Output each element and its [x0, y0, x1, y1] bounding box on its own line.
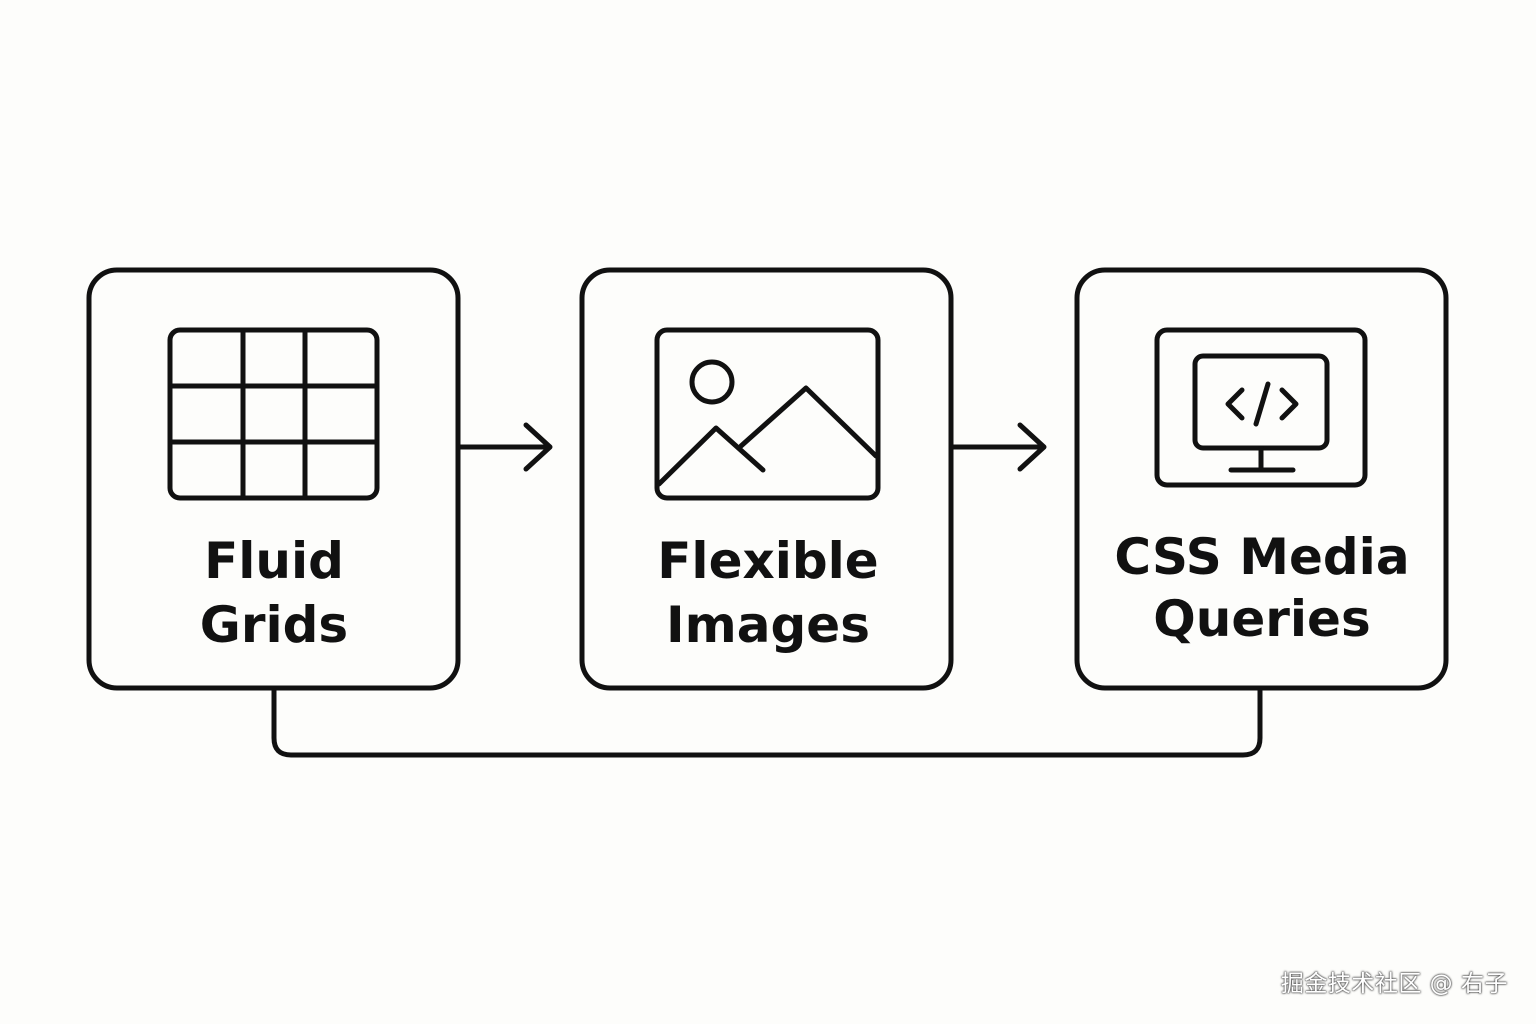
arrow-grids-to-images	[455, 422, 553, 472]
node-box	[86, 267, 461, 691]
node-label-line-1: Flexible	[657, 532, 878, 590]
bottom-connector	[271, 685, 1263, 758]
watermark: 掘金技术社区 @ 右子	[1280, 971, 1508, 997]
node-label-line-2: Queries	[1153, 590, 1370, 648]
node-label-line-1: CSS Media	[1114, 528, 1409, 586]
node-fluid-grids: Fluid Grids	[86, 267, 461, 691]
node-label-line-2: Grids	[200, 596, 348, 654]
arrow-images-to-media-queries	[949, 422, 1047, 472]
node-box	[1074, 267, 1449, 691]
node-css-media-queries: CSS Media Queries	[1074, 267, 1449, 691]
grid-icon	[167, 327, 380, 501]
node-label-line-1: Fluid	[204, 532, 344, 590]
node-label-line-2: Images	[666, 596, 870, 654]
node-flexible-images: Flexible Images	[579, 267, 954, 691]
image-icon	[654, 327, 881, 501]
monitor-code-icon	[1154, 327, 1368, 488]
node-box	[579, 267, 954, 691]
